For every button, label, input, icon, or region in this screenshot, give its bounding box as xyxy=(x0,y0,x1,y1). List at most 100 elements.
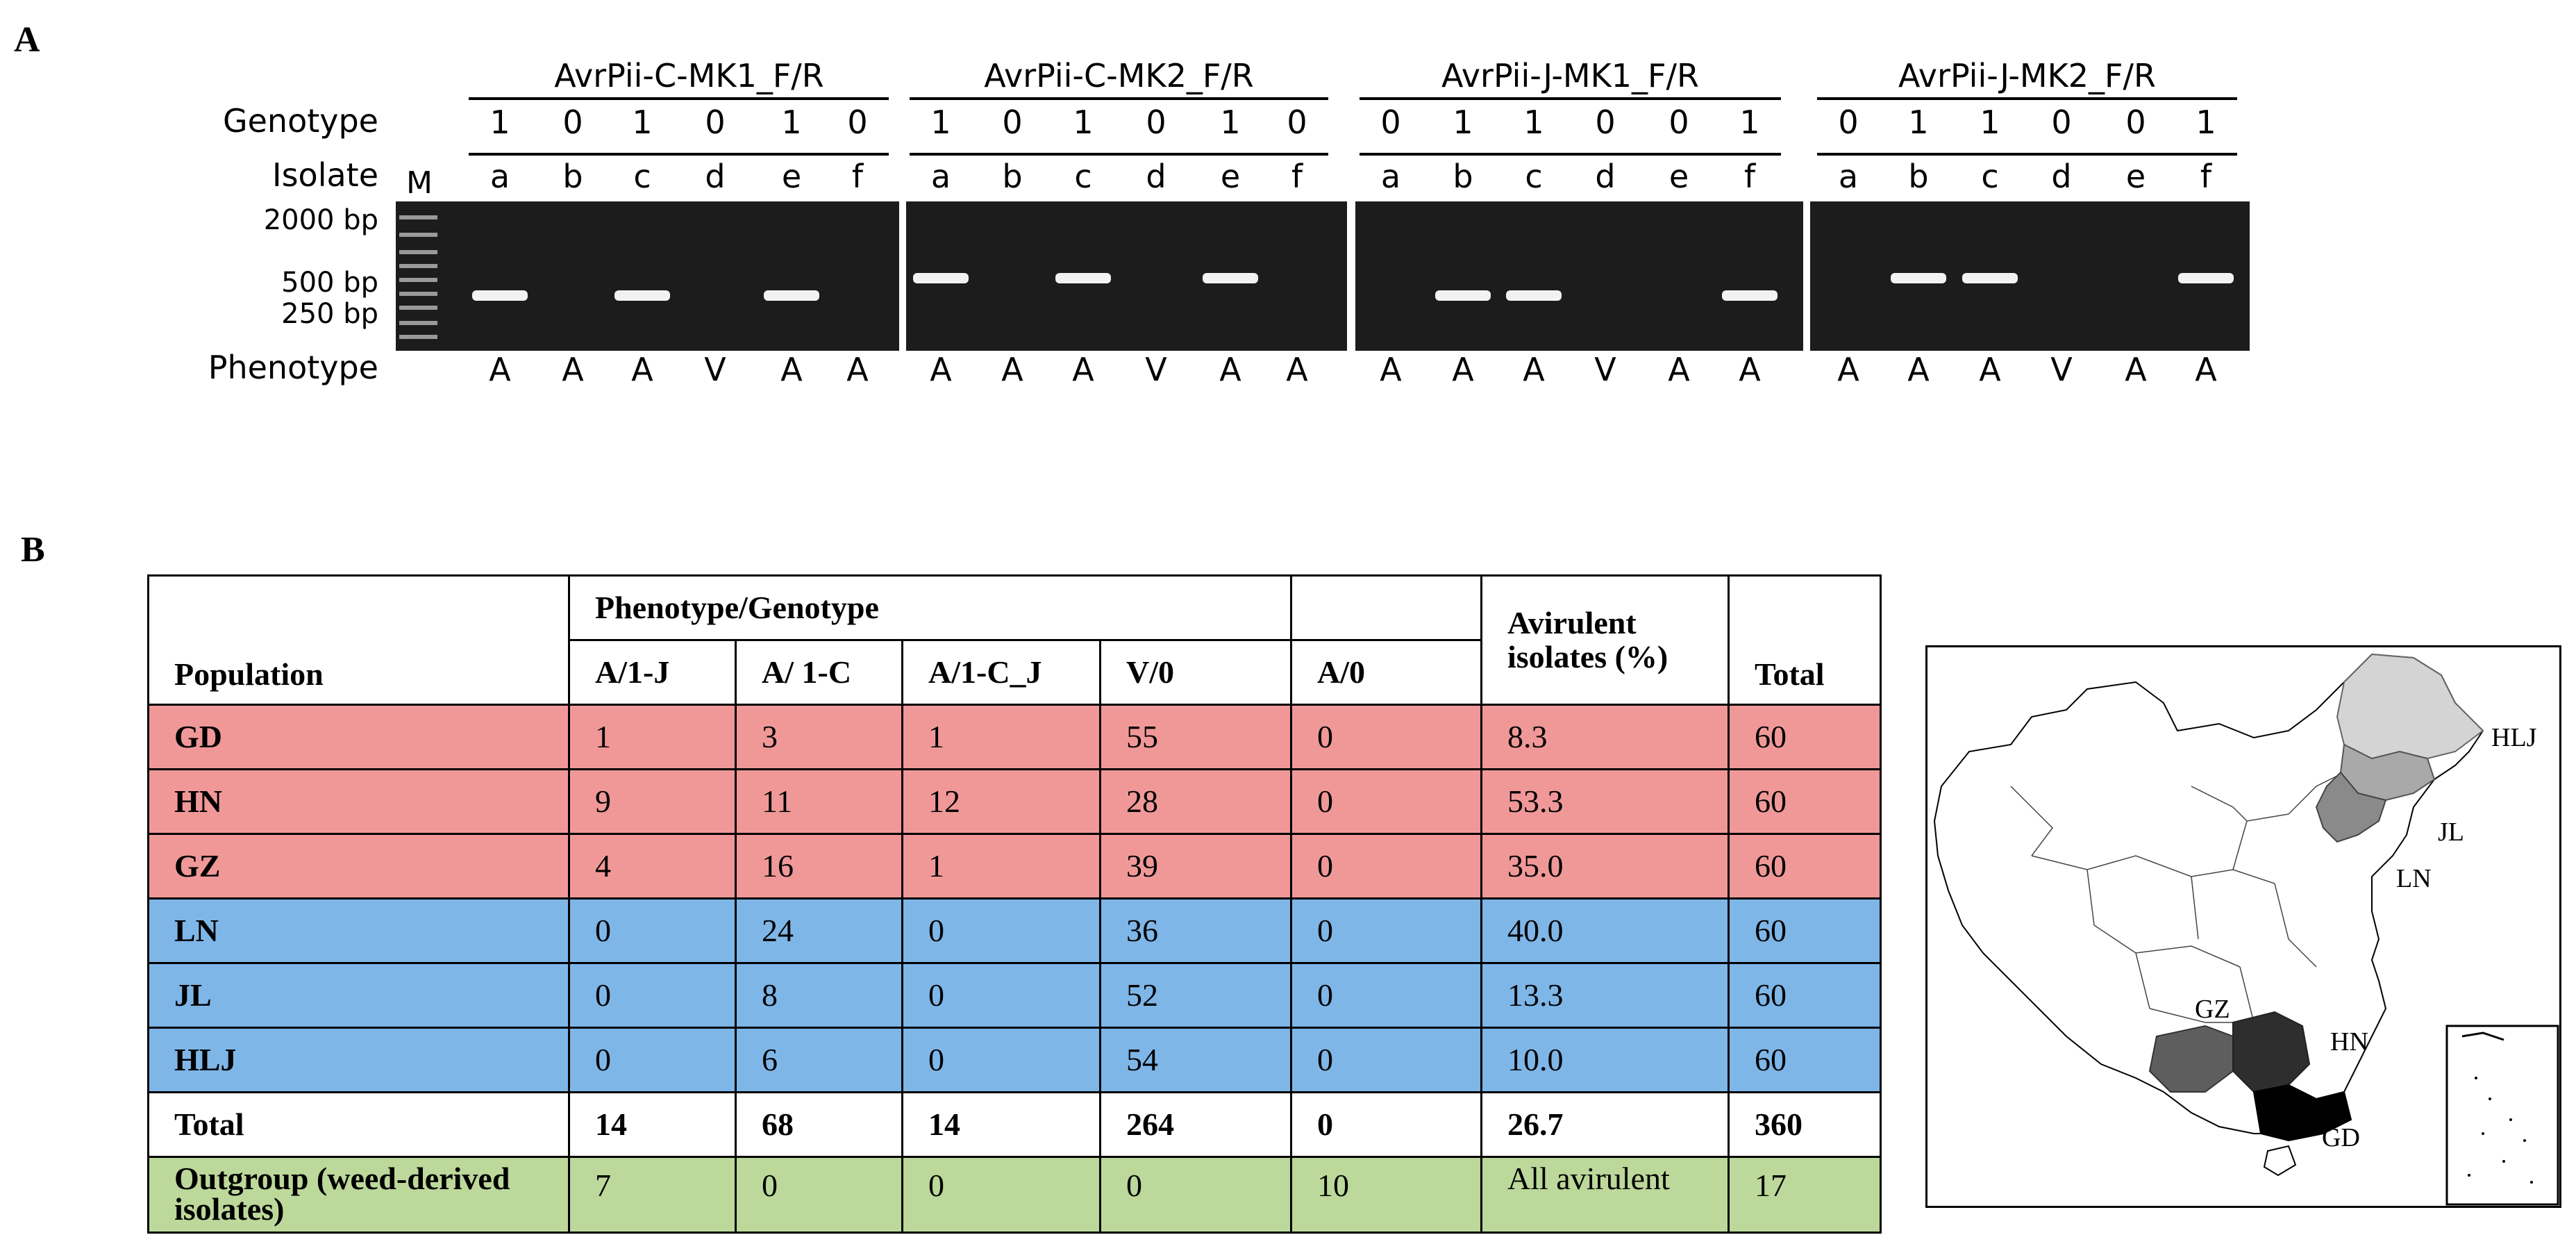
genotype-value: 0 xyxy=(1146,103,1166,141)
genotype-value: 1 xyxy=(930,103,951,141)
phenotype-value: V xyxy=(704,351,726,388)
panel-b-letter: B xyxy=(21,530,45,570)
ladder-band xyxy=(399,292,437,296)
pcr-band xyxy=(1506,290,1562,301)
isolate-value: a xyxy=(1381,158,1400,195)
map-label-jl: JL xyxy=(2438,818,2464,847)
phenotype-genotype-header: Phenotype/Genotype xyxy=(568,574,1292,641)
isolate-value: c xyxy=(1074,158,1092,195)
map-label-hn: HN xyxy=(2330,1027,2368,1056)
phenotype-value: A xyxy=(2195,351,2217,388)
cell: 8.3 xyxy=(1480,704,1730,770)
gel-title: AvrPii-C-MK1_F/R xyxy=(554,57,824,94)
cell: 60 xyxy=(1728,833,1882,900)
phenotype-value: A xyxy=(1979,351,2001,388)
inset-islands xyxy=(2468,1077,2533,1184)
genotype-value: 1 xyxy=(1739,103,1759,141)
cell: 0 xyxy=(1099,1156,1292,1234)
cell: 0 xyxy=(568,897,737,964)
cell: 4 xyxy=(568,833,737,900)
ladder-band xyxy=(399,264,437,268)
map-label-gz: GZ xyxy=(2195,995,2230,1024)
cell: 1 xyxy=(568,704,737,770)
phenotype-value: A xyxy=(1219,351,1241,388)
ladder-label: 500 bp xyxy=(281,267,378,299)
phenotype-value: A xyxy=(1837,351,1859,388)
cell: 1 xyxy=(901,833,1101,900)
cell: 35.0 xyxy=(1480,833,1730,900)
cell: 68 xyxy=(735,1091,903,1158)
genotype-value: 1 xyxy=(1073,103,1093,141)
ladder-band xyxy=(399,233,437,237)
cell: 52 xyxy=(1099,962,1292,1029)
isolate-label: Isolate xyxy=(272,156,378,194)
gel-title: AvrPii-J-MK1_F/R xyxy=(1441,57,1699,94)
isolate-value: e xyxy=(2126,158,2146,195)
cell: 0 xyxy=(901,1027,1101,1093)
row-label: Outgroup (weed-derived isolates) xyxy=(147,1156,570,1234)
gel-image xyxy=(396,201,899,351)
isolate-value: f xyxy=(1291,158,1304,195)
genotype-value: 1 xyxy=(490,103,510,141)
cell: 0 xyxy=(568,1027,737,1093)
ladder-band xyxy=(399,321,437,325)
cell: 54 xyxy=(1099,1027,1292,1093)
cell: 0 xyxy=(1290,704,1482,770)
cell: 60 xyxy=(1728,768,1882,835)
cell: 0 xyxy=(568,962,737,1029)
pcr-band xyxy=(1203,273,1258,283)
map-label-hlj: HLJ xyxy=(2491,723,2536,752)
phenotype-value: V xyxy=(1594,351,1616,388)
pcr-band xyxy=(913,273,969,283)
genotype-label: Genotype xyxy=(223,102,378,140)
genotype-value: 1 xyxy=(1908,103,1928,141)
outgroup-row: Outgroup (weed-derived isolates) 7 0 0 0… xyxy=(147,1156,1882,1234)
region-gd xyxy=(2252,1084,2352,1142)
row-label: Total xyxy=(147,1091,570,1158)
pcr-band xyxy=(472,290,528,301)
phenotype-value: V xyxy=(1145,351,1167,388)
phenotype-label: Phenotype xyxy=(208,349,378,386)
row-label: HN xyxy=(147,768,570,835)
sub-header: V/0 xyxy=(1099,639,1292,706)
phenotype-value: A xyxy=(1286,351,1308,388)
cell: 3 xyxy=(735,704,903,770)
cell: 10.0 xyxy=(1480,1027,1730,1093)
isolate-value: f xyxy=(1744,158,1757,195)
genotype-value: 1 xyxy=(1453,103,1473,141)
cell: 28 xyxy=(1099,768,1292,835)
row-label: JL xyxy=(147,962,570,1029)
isolate-value: f xyxy=(852,158,864,195)
cell: 0 xyxy=(901,1156,1101,1234)
cell: 40.0 xyxy=(1480,897,1730,964)
phenotype-value: A xyxy=(489,351,511,388)
sub-header: A/0 xyxy=(1290,639,1482,706)
row-label: LN xyxy=(147,897,570,964)
cell: 0 xyxy=(735,1156,903,1234)
pcr-band xyxy=(1891,273,1946,283)
avirulent-header: Avirulent isolates (%) xyxy=(1480,574,1730,706)
phenotype-genotype-table: Population Phenotype/Genotype Avirulent … xyxy=(147,574,1882,1234)
cell: 60 xyxy=(1728,962,1882,1029)
isolate-value: e xyxy=(1669,158,1689,195)
cell: 6 xyxy=(735,1027,903,1093)
genotype-value: 1 xyxy=(1523,103,1544,141)
pcr-band xyxy=(1962,273,2018,283)
pcr-band xyxy=(1435,290,1491,301)
gel-image xyxy=(1355,201,1803,351)
genotype-value: 0 xyxy=(1838,103,1858,141)
isolate-value: d xyxy=(1595,158,1615,195)
ladder-label: 250 bp xyxy=(281,298,378,330)
cell: 0 xyxy=(1290,1027,1482,1093)
isolate-value: b xyxy=(1002,158,1022,195)
cell: 17 xyxy=(1728,1156,1882,1234)
population-header: Population xyxy=(147,574,570,706)
gel-title: AvrPii-J-MK2_F/R xyxy=(1898,57,2156,94)
isolate-value: c xyxy=(1525,158,1542,195)
pcr-band xyxy=(614,290,670,301)
